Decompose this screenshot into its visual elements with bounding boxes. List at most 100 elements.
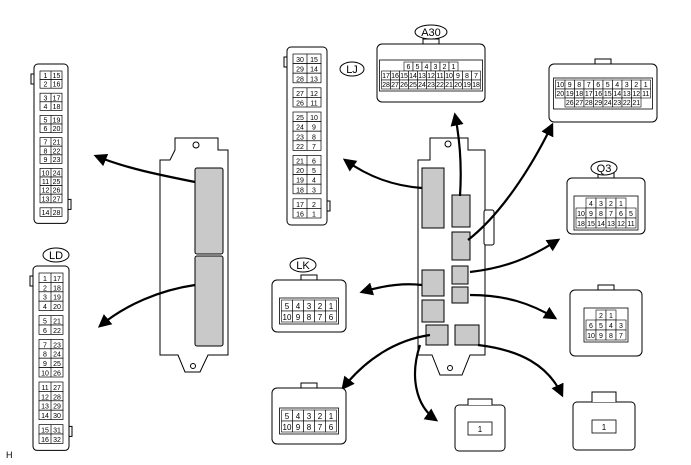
top-right-pin-number: 3 — [625, 82, 629, 89]
relay-f — [421, 299, 445, 323]
a30-pin-number: 6 — [407, 64, 411, 71]
arrow-to-q3 — [469, 238, 561, 274]
lj-pin-number: 24 — [296, 125, 304, 132]
a30-pin-number: 7 — [474, 73, 478, 80]
arrow-to-lj — [342, 158, 423, 190]
lk-pin-number: 3 — [307, 302, 312, 311]
top-left-pin-number: 1 — [44, 73, 48, 80]
mid-right-pin-number: 9 — [599, 333, 603, 340]
label-lk: LK — [289, 257, 317, 273]
top-left-pin-number: 19 — [53, 118, 61, 125]
relay-a — [451, 194, 471, 228]
top-right-pin-number: 7 — [587, 82, 591, 89]
top-right-pin-number: 11 — [642, 91, 649, 98]
q3-pin-number: 6 — [619, 211, 623, 218]
bottom-left-pin-cell — [325, 420, 337, 433]
lj-pin-number: 19 — [296, 178, 304, 185]
connector-bottom-right: 1 — [572, 391, 636, 451]
arrow-to-bottom-right — [477, 343, 564, 398]
arrow-to-a30 — [450, 112, 464, 197]
a30-pin-number: 22 — [436, 82, 444, 89]
a30-pin-number: 19 — [463, 82, 471, 89]
top-left-pin-number: 17 — [53, 95, 61, 102]
ld-pin-number: 4 — [43, 304, 47, 311]
top-right-pin-cell — [640, 88, 651, 99]
bottom-right-pin-cell — [591, 419, 617, 434]
top-right-pin-number: 19 — [566, 91, 574, 98]
arrow-to-top-left — [93, 153, 196, 184]
ld-pin-number: 17 — [53, 276, 61, 283]
ld-pin-number: 18 — [53, 285, 61, 292]
figure-label: H — [6, 450, 13, 460]
top-right-pin-number: 17 — [585, 91, 593, 98]
lj-pin-number: 15 — [310, 57, 318, 64]
top-left-pin-number: 16 — [53, 82, 61, 89]
relay-c — [421, 269, 445, 297]
top-right-pin-number: 26 — [566, 100, 574, 107]
q3-pin-number: 2 — [609, 201, 613, 208]
lk-pin-number: 7 — [318, 313, 323, 322]
top-right-pin-number: 1 — [644, 82, 648, 89]
lj-pin-number: 16 — [296, 212, 304, 219]
pointer-arrows — [93, 112, 564, 422]
mid-right-pin-cell — [615, 329, 627, 341]
label-a30: A30 — [414, 24, 448, 40]
bottom-left-pin-number: 8 — [307, 423, 312, 432]
mid-right-pin-number: 4 — [609, 323, 613, 330]
lk-pin-number: 1 — [329, 302, 334, 311]
q3-pin-number: 7 — [609, 211, 613, 218]
arrow-to-top-right — [467, 122, 554, 241]
q3-pin-number: 3 — [599, 201, 603, 208]
ld-latch — [68, 425, 73, 437]
top-left-pin-number: 9 — [44, 157, 48, 164]
label-lk-text: LK — [296, 260, 310, 272]
top-left-pin-number: 14 — [42, 210, 50, 217]
top-left-pin-number: 23 — [53, 157, 61, 164]
top-left-pin-number: 7 — [44, 140, 48, 147]
label-q3-text: Q3 — [597, 163, 612, 175]
top-right-pin-number: 10 — [556, 82, 564, 89]
mid-right-pin-number: 2 — [599, 313, 603, 320]
lj-pin-number: 3 — [312, 187, 316, 194]
top-right-pin-number: 20 — [556, 91, 564, 98]
lj-pin-number: 13 — [310, 76, 318, 83]
ld-pin-number: 31 — [53, 428, 61, 435]
bottom-left-pin-number: 2 — [318, 412, 323, 421]
connector-bottom-mid: 1 — [454, 398, 506, 452]
top-right-pin-number: 14 — [613, 91, 621, 98]
lj-pin-number: 9 — [312, 125, 316, 132]
lk-pin-number: 5 — [285, 302, 290, 311]
lj-pin-number: 11 — [310, 101, 317, 108]
mid-right-pin-number: 10 — [587, 333, 595, 340]
lj-pin-number: 25 — [296, 115, 304, 122]
ld-pin-number: 15 — [41, 428, 49, 435]
lj-pin-number: 10 — [310, 115, 318, 122]
ld-pin-number: 6 — [43, 328, 47, 335]
q3-pin-number: 5 — [629, 211, 633, 218]
a30-pin-number: 15 — [400, 73, 408, 80]
lj-pin-number: 7 — [312, 144, 316, 151]
a30-pin-number: 16 — [391, 73, 399, 80]
label-q3: Q3 — [590, 160, 618, 176]
ld-pin-number: 26 — [53, 371, 61, 378]
top-right-pin-number: 4 — [615, 82, 619, 89]
top-left-pin-number: 20 — [53, 126, 61, 133]
ld-pin-number: 2 — [43, 285, 47, 292]
top-left-pin-number: 10 — [42, 171, 50, 178]
bottom-left-latch — [300, 382, 318, 389]
ld-pin-number: 28 — [53, 394, 61, 401]
a30-pin-number: 1 — [452, 64, 456, 71]
a30-pin-number: 13 — [418, 73, 426, 80]
lj-pin-number: 27 — [296, 91, 304, 98]
lj-pin-number: 29 — [296, 67, 304, 74]
mid-right-pin-number: 1 — [609, 313, 613, 320]
top-right-pin-number: 5 — [606, 82, 610, 89]
bottom-mid-pin-number: 1 — [478, 425, 483, 434]
lk-pin-number: 4 — [296, 302, 301, 311]
ld-pin-number: 25 — [53, 361, 61, 368]
